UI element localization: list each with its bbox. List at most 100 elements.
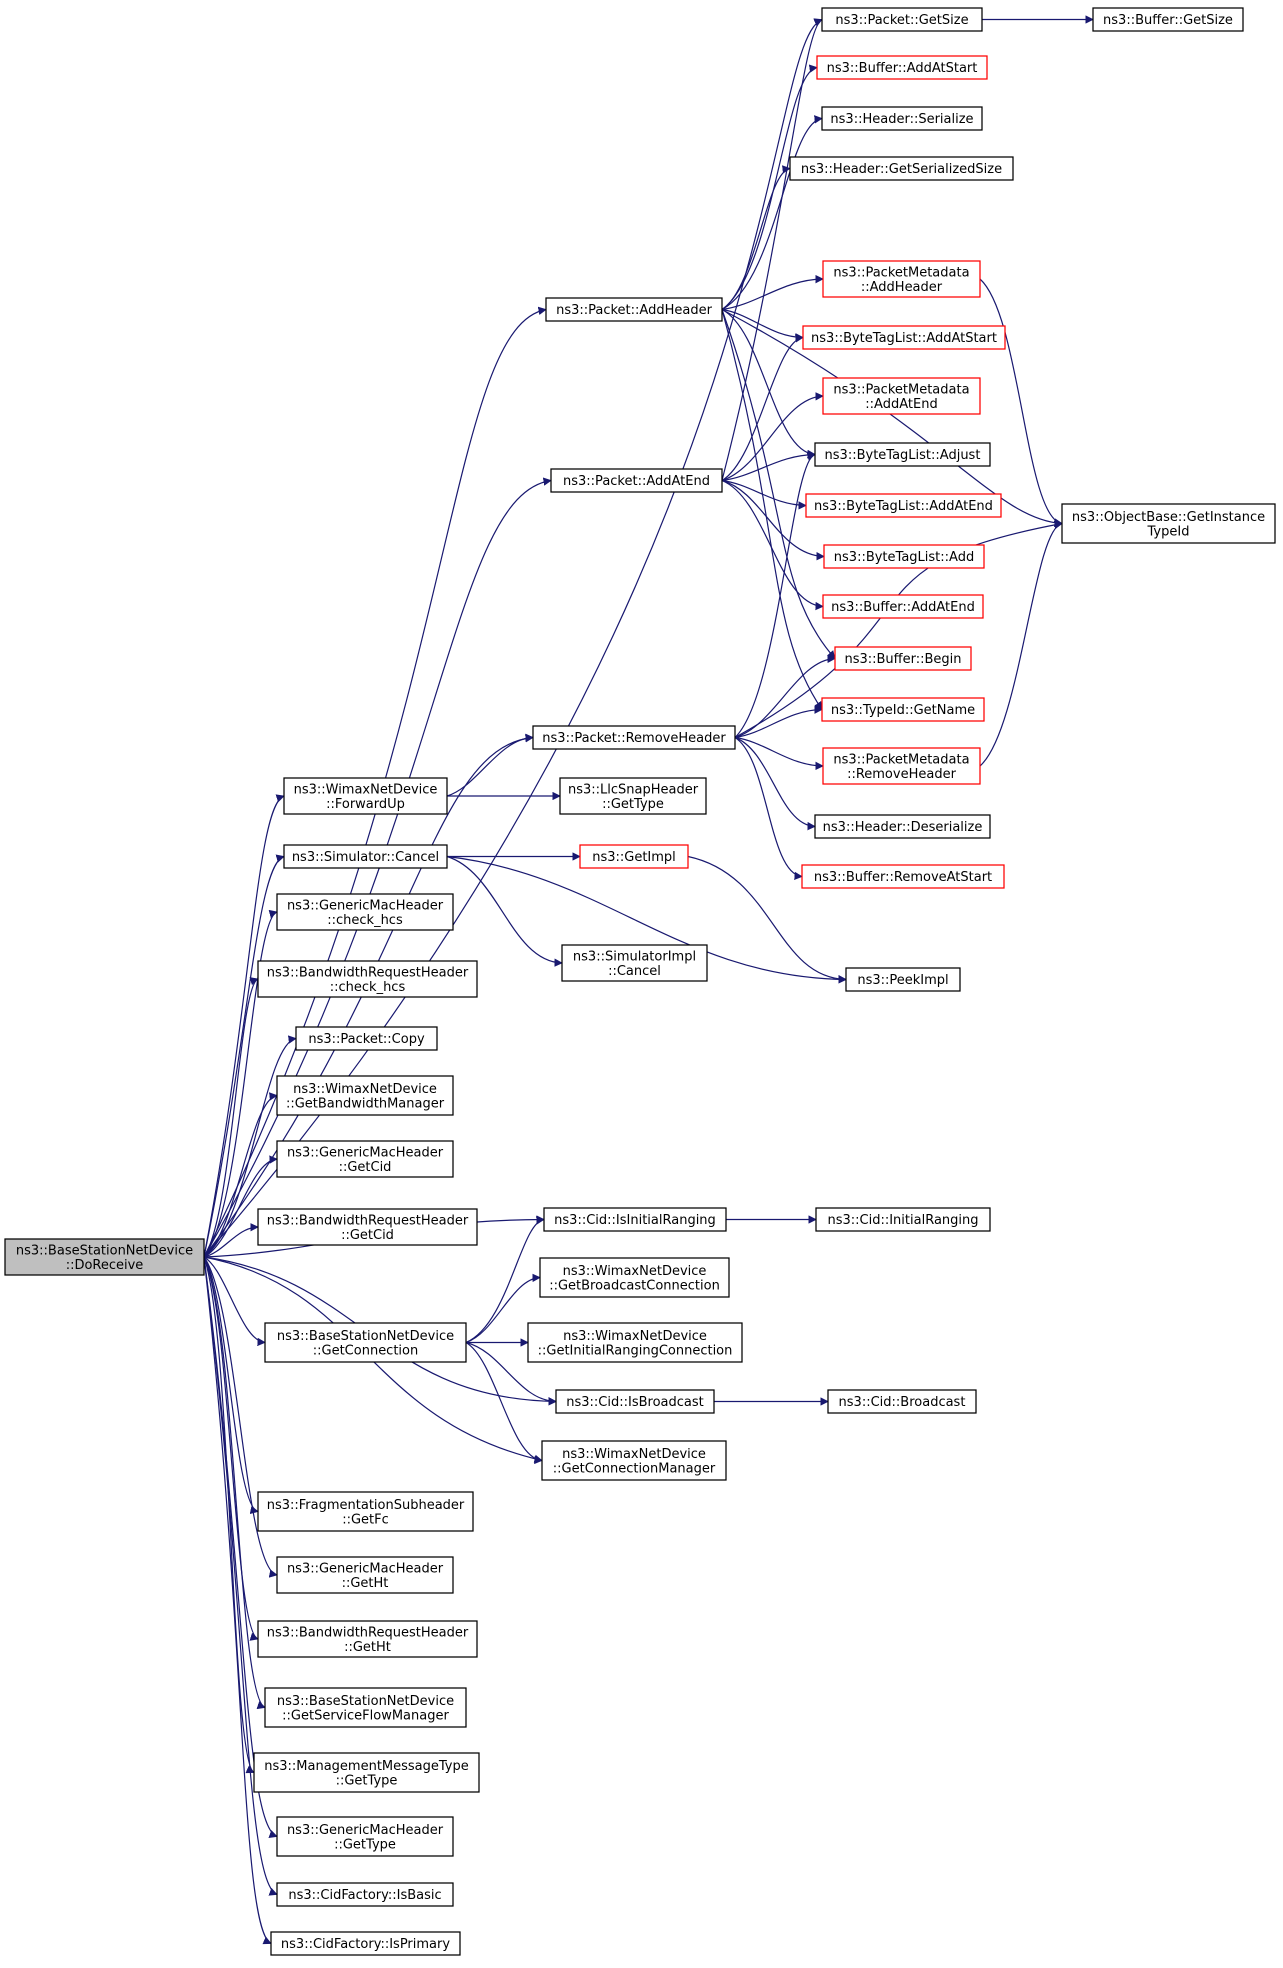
node-header-getserializedsize[interactable]: ns3::Header::GetSerializedSize [789,156,1014,181]
node-label: ::check_hcs [330,980,406,995]
edge-packet_addatend-to-btl_addatstart [721,334,804,482]
node-box [270,1931,461,1956]
node-label: ns3::GetImpl [592,850,676,865]
node-llcsnap-gettype[interactable]: ns3::LlcSnapHeader::GetType [559,777,707,815]
node-box [845,967,961,992]
node-btl-addatend[interactable]: ns3::ByteTagList::AddAtEnd [805,493,1002,518]
node-buffer-getsize[interactable]: ns3::Buffer::GetSize [1092,7,1244,32]
node-fsh-getfc[interactable]: ns3::FragmentationSubheader::GetFc [257,1491,474,1532]
node-typeid-getname[interactable]: ns3::TypeId::GetName [821,697,985,722]
node-peekimpl[interactable]: ns3::PeekImpl [845,967,961,992]
node-brh-getht[interactable]: ns3::BandwidthRequestHeader::GetHt [257,1620,478,1658]
node-label: ns3::LlcSnapHeader [568,782,699,797]
node-header-serialize[interactable]: ns3::Header::Serialize [821,106,983,131]
node-packet-getsize[interactable]: ns3::Packet::GetSize [821,7,983,32]
node-label: ns3::CidFactory::IsPrimary [281,1937,450,1952]
edge-root-to-gmh_getcid [203,1155,278,1258]
node-box [821,697,985,722]
node-box [834,646,972,671]
node-wnd-getconnmgr[interactable]: ns3::WimaxNetDevice::GetConnectionManage… [541,1440,727,1481]
node-simimpl-cancel[interactable]: ns3::SimulatorImpl::Cancel [561,944,708,982]
node-label: ns3::Buffer::GetSize [1103,13,1233,28]
node-label: ns3::GenericMacHeader [287,1561,444,1576]
node-mmt-gettype[interactable]: ns3::ManagementMessageType::GetType [253,1752,480,1793]
node-label: ns3::WimaxNetDevice [563,1264,707,1279]
node-wnd-getinitrangconn[interactable]: ns3::WimaxNetDevice::GetInitialRangingCo… [527,1322,743,1363]
node-getimpl[interactable]: ns3::GetImpl [579,844,689,869]
node-label: ::GetType [334,1837,396,1852]
node-header-deserialize[interactable]: ns3::Header::Deserialize [814,814,991,839]
edge-packet_addheader-to-pm_addheader [721,274,824,311]
node-label: ns3::GenericMacHeader [287,1823,444,1838]
node-btl-adjust[interactable]: ns3::ByteTagList::Adjust [814,442,991,467]
node-btl-addatstart[interactable]: ns3::ByteTagList::AddAtStart [802,325,1006,350]
node-buffer-removeatstart[interactable]: ns3::Buffer::RemoveAtStart [801,864,1005,889]
node-box [815,1207,991,1232]
node-box [276,1556,454,1594]
node-box [816,55,988,80]
node-packet-addatend[interactable]: ns3::Packet::AddAtEnd [550,468,723,493]
node-gmh-gettype[interactable]: ns3::GenericMacHeader::GetType [276,1816,454,1857]
node-cidfactory-isprimary[interactable]: ns3::CidFactory::IsPrimary [270,1931,461,1956]
node-label: ns3::WimaxNetDevice [563,1329,707,1344]
node-cid-isinitialranging[interactable]: ns3::Cid::IsInitialRanging [543,1207,727,1232]
node-box [276,1140,454,1178]
edge-root-to-packet_getsize [203,18,823,1258]
node-bsnd-getsfm[interactable]: ns3::BaseStationNetDevice::GetServiceFlo… [264,1687,467,1728]
node-cid-isbroadcast[interactable]: ns3::Cid::IsBroadcast [555,1389,715,1414]
node-bsnd-getconnection[interactable]: ns3::BaseStationNetDevice::GetConnection [264,1322,467,1363]
node-label: ns3::Buffer::RemoveAtStart [814,870,992,885]
edge-packet_addatend-to-packet_getsize [721,18,823,481]
node-box [539,1257,730,1298]
node-cidfactory-isbasic[interactable]: ns3::CidFactory::IsBasic [276,1882,454,1907]
node-buffer-addatstart[interactable]: ns3::Buffer::AddAtStart [816,55,988,80]
node-label: ::GetConnection [313,1343,419,1358]
node-label: ::AddHeader [861,280,943,295]
node-brh-check-hcs[interactable]: ns3::BandwidthRequestHeader::check_hcs [257,960,478,998]
node-wnd-forwardup[interactable]: ns3::WimaxNetDevice::ForwardUp [283,777,448,815]
node-label: ns3::Cid::IsInitialRanging [554,1213,716,1228]
node-simulator-cancel[interactable]: ns3::Simulator::Cancel [283,844,448,869]
node-label: ns3::Buffer::AddAtStart [827,61,978,76]
node-label: ns3::Packet::RemoveHeader [542,731,726,746]
node-cid-initialranging[interactable]: ns3::Cid::InitialRanging [815,1207,991,1232]
node-packet-addheader[interactable]: ns3::Packet::AddHeader [545,297,723,322]
node-cid-broadcast[interactable]: ns3::Cid::Broadcast [827,1389,977,1414]
node-label: ns3::Packet::GetSize [835,13,968,28]
node-wnd-getbroadcastconn[interactable]: ns3::WimaxNetDevice::GetBroadcastConnect… [539,1257,730,1298]
edge-bsnd_getconnection-to-cid_isbroadcast [465,1341,557,1406]
node-gmh-getcid[interactable]: ns3::GenericMacHeader::GetCid [276,1140,454,1178]
node-label: ns3::ByteTagList::Adjust [825,448,981,463]
node-box [541,1440,727,1481]
node-box [1061,503,1276,544]
edge-root-to-brh_getcid [203,1223,259,1258]
node-buffer-begin[interactable]: ns3::Buffer::Begin [834,646,972,671]
node-packet-removeheader[interactable]: ns3::Packet::RemoveHeader [532,725,736,750]
node-wnd-getbwmgr[interactable]: ns3::WimaxNetDevice::GetBandwidthManager [276,1075,454,1116]
node-label: ::GetBandwidthManager [286,1096,445,1111]
node-buffer-addatend[interactable]: ns3::Buffer::AddAtEnd [822,594,984,619]
node-label: ns3::Cid::InitialRanging [827,1213,978,1228]
edge-root-to-brh_check_hcs [203,977,259,1258]
node-brh-getcid[interactable]: ns3::BandwidthRequestHeader::GetCid [257,1208,478,1246]
node-box [532,725,736,750]
edge-pm_addheader-to-objectbase_git [979,278,1063,527]
node-label: ns3::BandwidthRequestHeader [267,1213,469,1228]
node-box [543,1207,727,1232]
node-root[interactable]: ns3::BaseStationNetDevice::DoReceive [4,1238,205,1276]
node-btl-add[interactable]: ns3::ByteTagList::Add [823,544,985,569]
node-label: ns3::ByteTagList::Add [834,550,974,565]
node-pm-removeheader[interactable]: ns3::PacketMetadata::RemoveHeader [822,747,981,785]
node-label: ::GetHt [344,1640,391,1655]
node-gmh-check-hcs[interactable]: ns3::GenericMacHeader::check_hcs [276,893,454,931]
node-pm-addatend[interactable]: ns3::PacketMetadata::AddAtEnd [822,377,981,415]
node-box [283,844,448,869]
node-label: ::GetType [602,797,664,812]
edge-root-to-cidfactory_isbasic [203,1256,278,1896]
node-pm-addheader[interactable]: ns3::PacketMetadata::AddHeader [822,260,981,298]
node-label: ns3::ObjectBase::GetInstance [1072,510,1265,525]
node-packet-copy[interactable]: ns3::Packet::Copy [295,1026,438,1051]
node-gmh-getht[interactable]: ns3::GenericMacHeader::GetHt [276,1556,454,1594]
node-box [822,260,981,298]
